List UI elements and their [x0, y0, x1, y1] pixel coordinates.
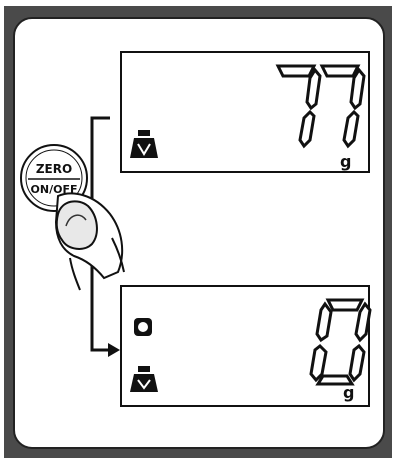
display-bottom-unit: g — [343, 383, 354, 402]
zero-indicator-icon — [134, 318, 152, 336]
display-bottom: g — [121, 286, 370, 406]
button-label-line1: ZERO — [36, 162, 72, 176]
display-top-unit: g — [340, 152, 351, 171]
display-top: g — [121, 52, 369, 172]
